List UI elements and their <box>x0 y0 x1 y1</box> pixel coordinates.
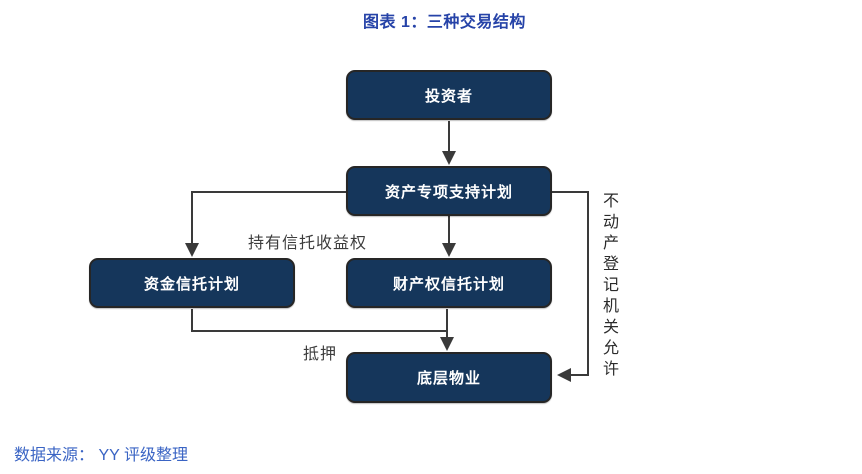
label-hold-trust-beneficiary-rights: 持有信托收益权 <box>248 235 368 252</box>
node-property-rights-trust-plan: 财产权信托计划 <box>346 258 552 308</box>
label-real-estate-registration-permit: 不动产登记机关允许 <box>600 192 617 381</box>
node-underlying-property: 底层物业 <box>346 352 552 403</box>
label-mortgage: 抵押 <box>303 346 338 363</box>
node-asset-special-support-plan: 资产专项支持计划 <box>346 166 552 216</box>
connector-asset-plan-to-underlying-property <box>552 191 589 382</box>
connector-asset-plan-to-capital-trust <box>185 191 346 257</box>
node-capital-trust-plan: 资金信托计划 <box>89 258 295 308</box>
figure-title: 图表 1：三种交易结构 <box>363 14 526 31</box>
connector-capital-trust-elbow <box>191 309 448 332</box>
data-source-note: 数据来源： YY 评级整理 <box>14 447 188 464</box>
node-investor: 投资者 <box>346 70 552 120</box>
